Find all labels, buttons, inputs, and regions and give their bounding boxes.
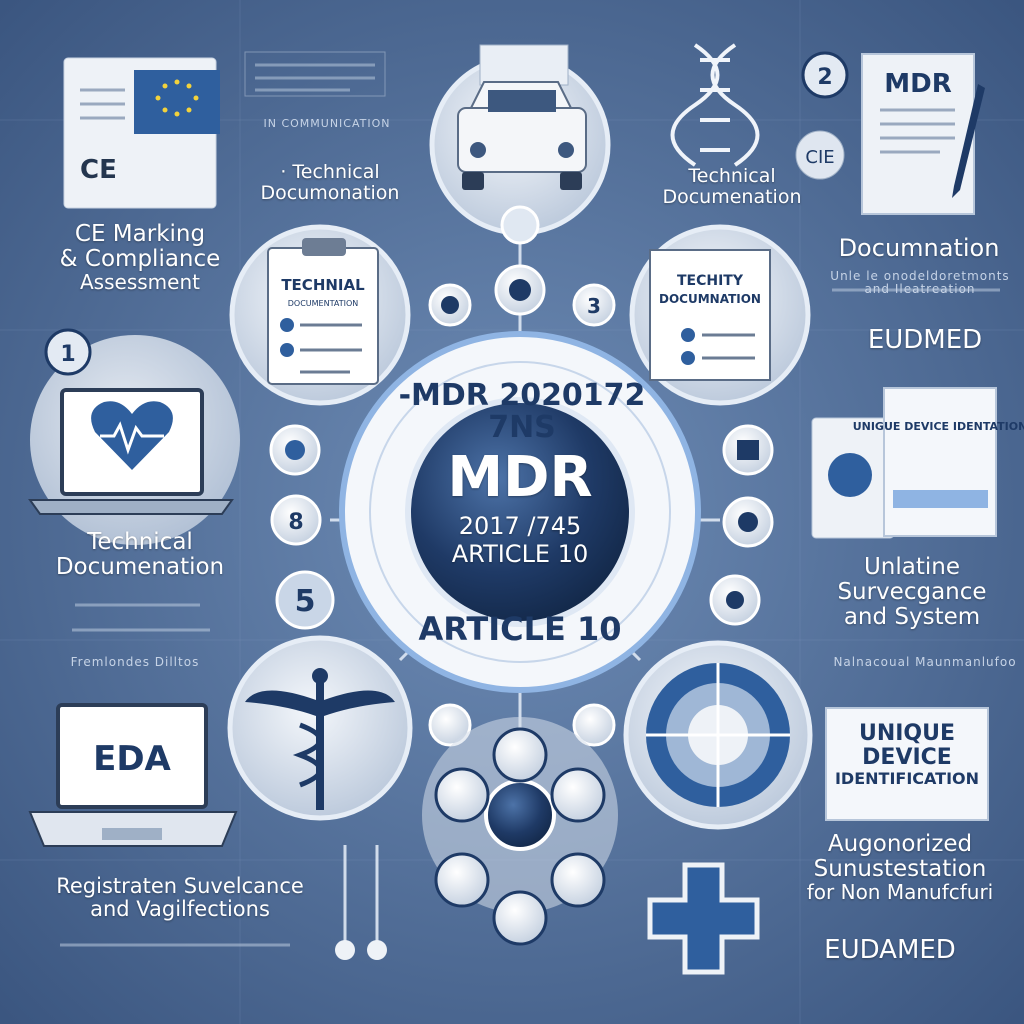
ring-bottom-text: ARTICLE 10 [418, 610, 622, 648]
tech-doc-top-left-line-2: Documonation [260, 181, 400, 204]
mdr-article: ARTICLE 10 [451, 540, 589, 568]
tech-doc-top-right-line-2: Documenation [662, 185, 802, 208]
badge-two: 2 [801, 51, 849, 99]
authorized-line-1: Augonorized [827, 831, 973, 857]
dna-icon [670, 43, 760, 167]
udi-device-panel: UNIGUE DEVICE IDENTATION [811, 387, 1024, 539]
medical-cross-icon [647, 862, 760, 975]
ce-mark-icon: CE [80, 155, 117, 185]
right-caption: Nalnacoual Maunmanlufoo [833, 655, 1017, 669]
caduceus-node [227, 635, 413, 821]
left-caption: Fremlondes Dilltos [70, 655, 200, 669]
svg-text:5: 5 [295, 584, 316, 619]
unique-device-line-3: IDENTIFICATION [834, 768, 980, 788]
mdr-year: 2017 /745 [458, 512, 582, 540]
svg-text:3: 3 [587, 294, 601, 318]
stethoscope-icon [335, 940, 387, 960]
unlatine-line-1: Unlatine [863, 554, 961, 580]
authorized-line-2: Sunustestation [813, 855, 987, 882]
svg-text:1: 1 [60, 342, 75, 367]
documnation-right-sub-2: and Ileatreation [864, 281, 976, 296]
ce-marking-label: CE Marking & Compliance Assessment [20, 222, 260, 293]
target-icon [646, 663, 790, 807]
tech-doc-top-left-line-1: · Technical [280, 161, 380, 183]
document-node: TECHITY DOCUMNATION [629, 224, 811, 406]
ce-marking-line-2: & Compliance [59, 245, 221, 272]
pen-icon [952, 84, 985, 198]
registration-label: Registraten Suvelcance and Vagilfections [20, 875, 340, 920]
mdr-document-card: MDR [861, 53, 985, 215]
tech-doc-left-label: Technical Documenation [20, 530, 260, 580]
eudamed-bottom-label: EUDAMED [824, 935, 956, 965]
car-icon [457, 44, 587, 190]
registration-line-2: and Vagilfections [90, 896, 270, 921]
unique-device-line-2: DEVICE [862, 744, 952, 770]
svg-text:CIE: CIE [805, 147, 834, 168]
eudmed-right-label: EUDMED [867, 325, 983, 355]
comm-heading: IN COMMUNICATION [263, 117, 391, 130]
ce-marking-line-1: CE Marking [74, 221, 206, 247]
eda-laptop: EDA [28, 703, 238, 847]
ce-document-card: CE [63, 57, 220, 209]
svg-text:DOCUMENTATION: DOCUMENTATION [288, 299, 359, 308]
heart-laptop-panel [28, 335, 240, 545]
badge-one: 1 [44, 328, 92, 376]
documnation-right-sub-1: Unle le onodeldoretmonts [830, 269, 1010, 283]
svg-text:DOCUMNATION: DOCUMNATION [659, 292, 761, 306]
svg-text:UNIGUE DEVICE IDENTATION: UNIGUE DEVICE IDENTATION [853, 420, 1024, 433]
surveillance-node [623, 640, 813, 830]
ring-top-text: -MDR 2020172 7NS [398, 378, 646, 446]
svg-text:2: 2 [817, 65, 832, 90]
comm-header-block [244, 51, 386, 97]
cie-badge: CIE [795, 130, 845, 180]
clipboard-icon: TECHNIAL DOCUMENTATION [267, 238, 379, 385]
registration-line-1: Registraten Suvelcance [56, 874, 304, 898]
svg-text:TECHITY: TECHITY [677, 273, 744, 289]
ce-marking-line-3: Assessment [80, 269, 200, 294]
caduceus-icon [245, 668, 395, 810]
tech-doc-top-right-label: Technical Documenation [632, 166, 832, 207]
svg-text:8: 8 [288, 510, 303, 535]
unlatine-line-3: and System [843, 603, 981, 630]
vehicle-node [429, 44, 611, 245]
technical-doc-node: TECHNIAL DOCUMENTATION [229, 224, 411, 406]
unique-device-box [825, 707, 989, 821]
authorized-label: Augonorized Sunustestation for Non Manuf… [780, 832, 1020, 903]
bottom-node-cluster [422, 717, 618, 946]
unique-device-label: UNIQUE DEVICE IDENTIFICATION [826, 722, 988, 787]
mdr-title: MDR [447, 445, 593, 510]
unique-device-line-1: UNIQUE [858, 721, 956, 746]
tech-doc-top-right-line-1: Technical [688, 165, 776, 187]
tech-doc-left-line-1: Technical [87, 529, 193, 555]
tech-doc-top-left-label: · Technical Documonation [230, 162, 430, 203]
tech-doc-left-line-2: Documenation [55, 553, 225, 580]
center-mdr-badge [339, 331, 701, 693]
eu-flag-icon [155, 79, 199, 117]
documnation-right-sub: Unle le onodeldoretmonts and Ileatreatio… [820, 270, 1020, 296]
small-nodes: 3 8 5 [269, 264, 774, 747]
unlatine-line-2: Survecgance [837, 578, 987, 605]
svg-text:TECHNIAL: TECHNIAL [281, 276, 365, 294]
authorized-line-3: for Non Manufcfuri [806, 879, 994, 904]
unlatine-label: Unlatine Survecgance and System [800, 555, 1024, 629]
documnation-right-label: Documnation [838, 234, 1000, 262]
svg-text:MDR: MDR [884, 69, 951, 99]
svg-text:EDA: EDA [93, 739, 171, 779]
